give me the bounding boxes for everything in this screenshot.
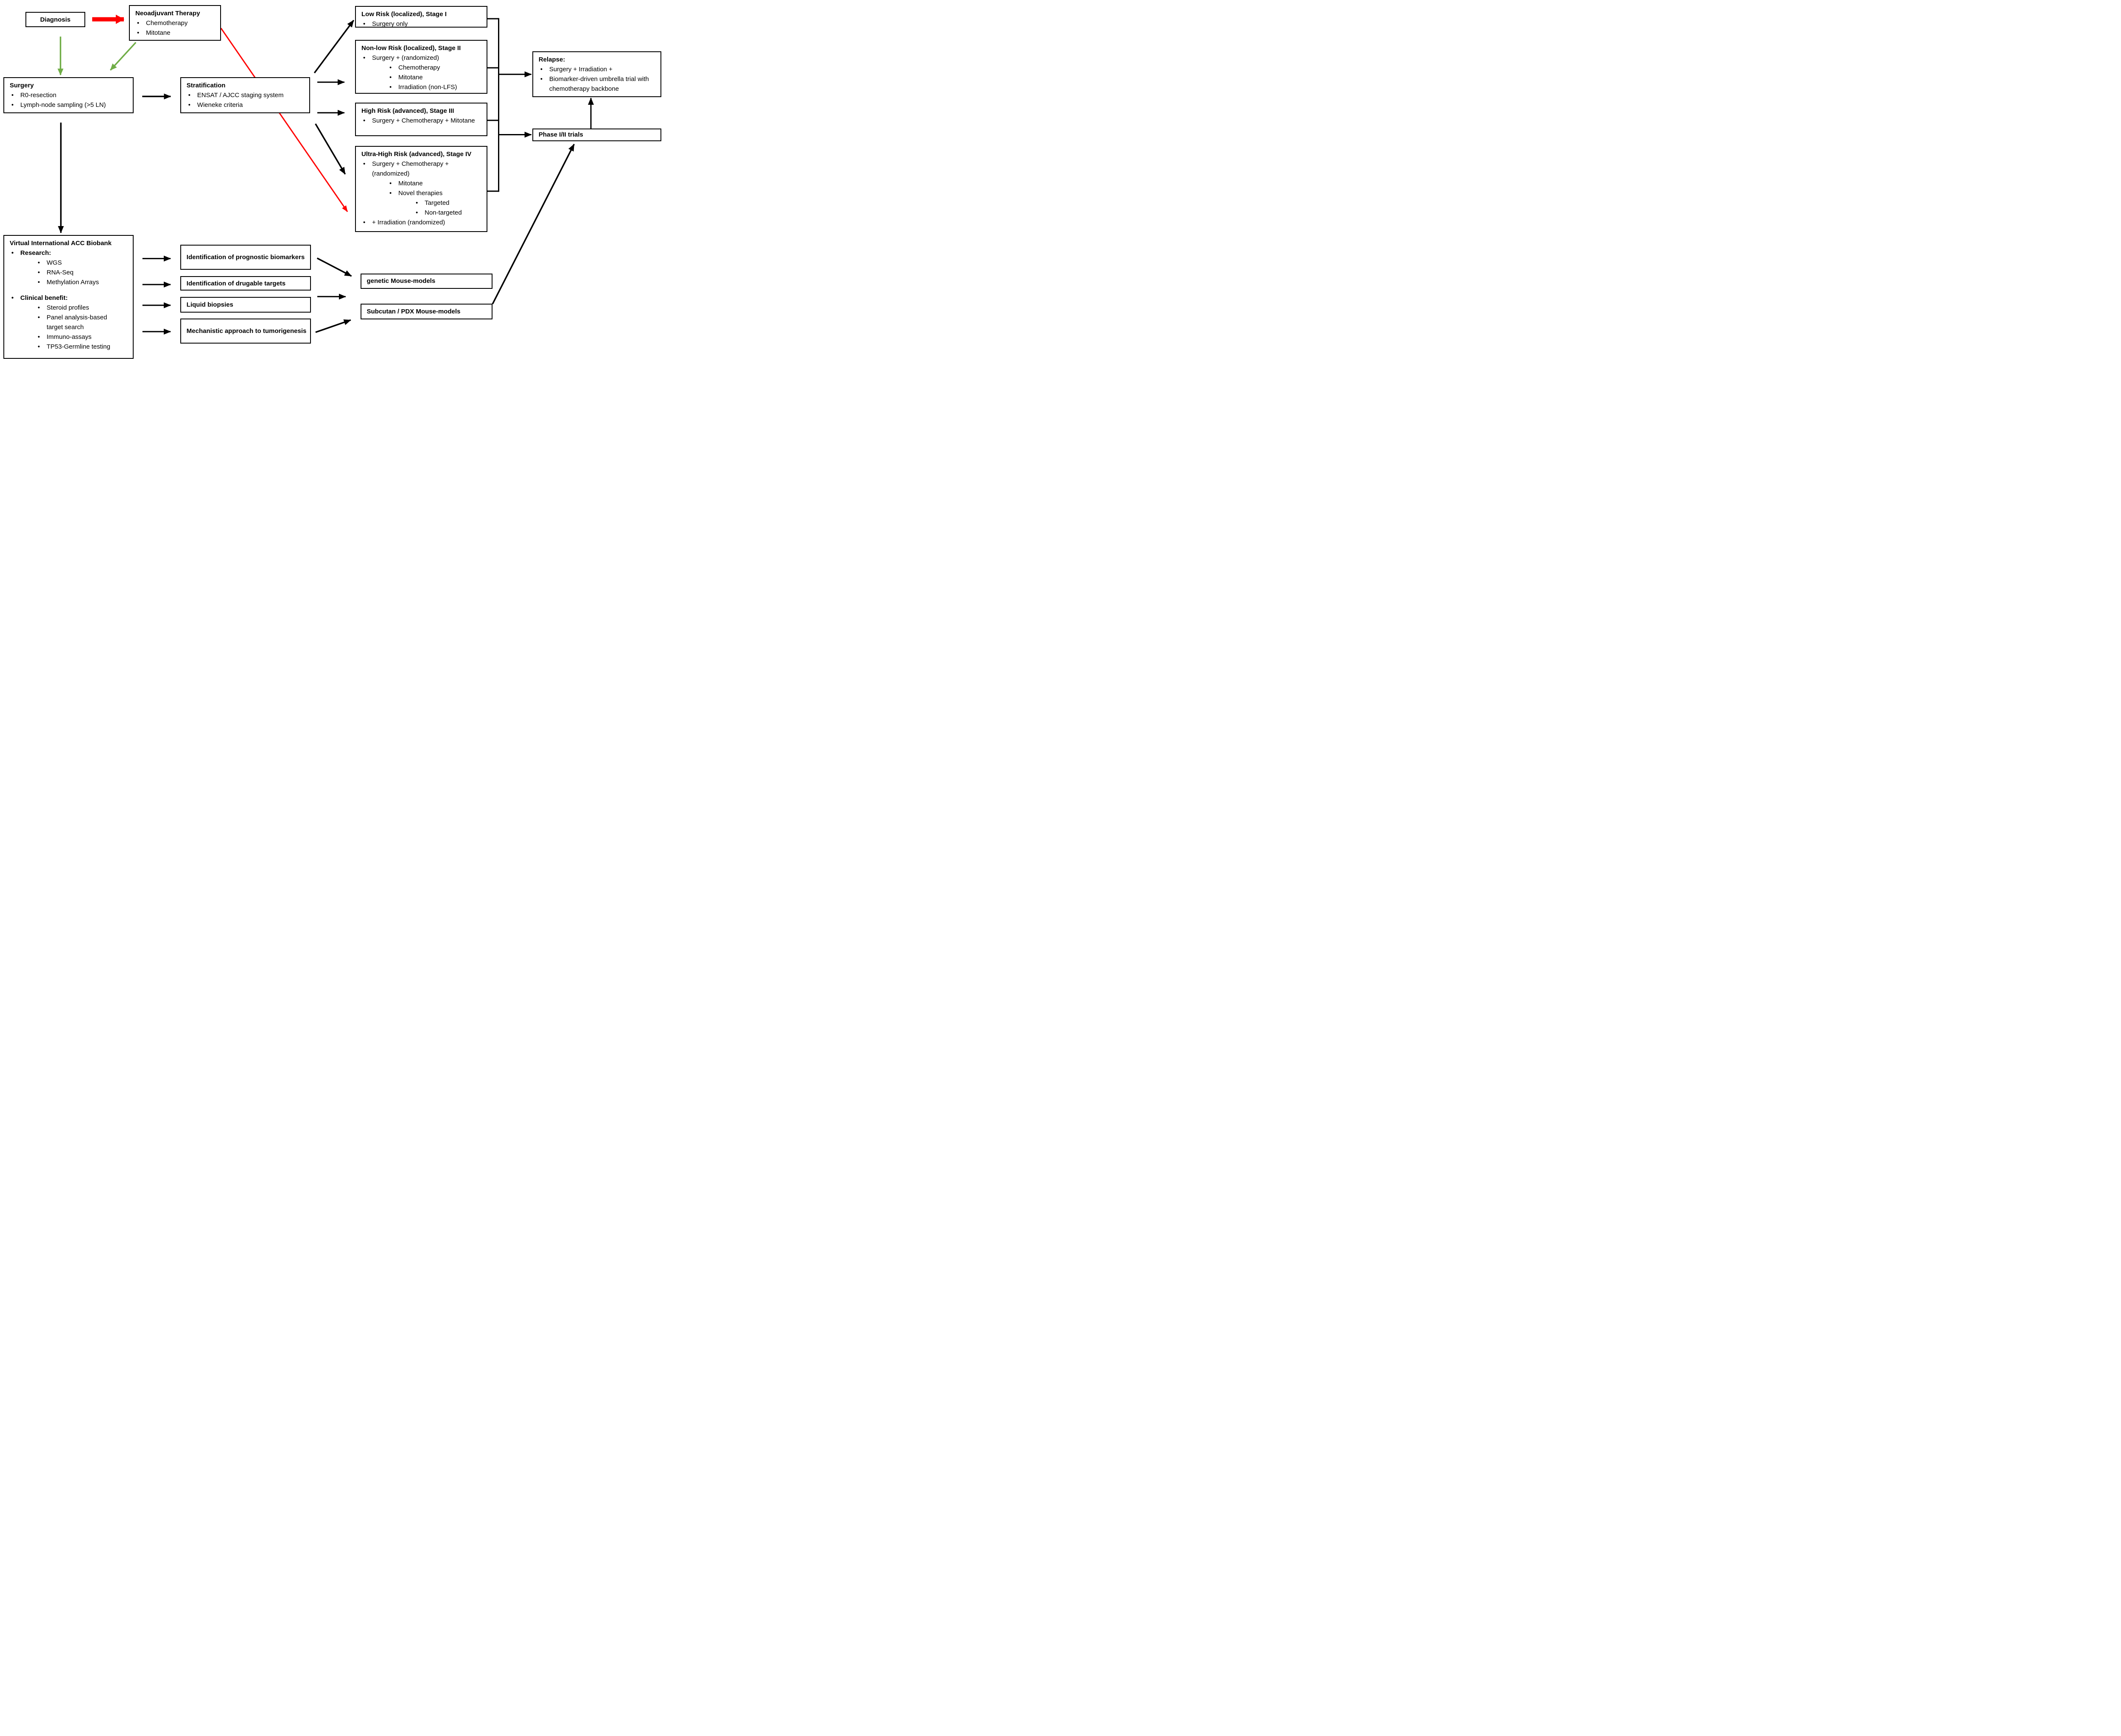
box-ultra-high-risk-title: Ultra-High Risk (advanced), Stage IV — [361, 151, 472, 158]
box-diagnosis: Diagnosis — [25, 12, 85, 28]
box-low-risk-title: Low Risk (localized), Stage I — [361, 10, 447, 18]
box-non-low-risk-title: Non-low Risk (localized), Stage II — [361, 45, 461, 52]
bullet-item: Research: — [4, 248, 120, 258]
box-low-risk-stage-1: Low Risk (localized), Stage I Surgery on… — [355, 6, 487, 29]
arrow-subcutan-mouse-models-to-phase-trials — [492, 144, 575, 305]
bullet-item: ENSAT / AJCC staging system — [181, 90, 306, 100]
box-high-risk-title: High Risk (advanced), Stage III — [361, 107, 454, 115]
bullet-item: Wieneke criteria — [181, 100, 306, 110]
bullet-item: Mitotane — [130, 28, 217, 38]
box-drugable-targets-title: Identification of drugable targets — [186, 280, 286, 287]
bullet-item: Panel analysis-based target search — [4, 313, 120, 332]
box-genetic-mouse-models: genetic Mouse-models — [360, 273, 492, 289]
arrow-stratification-to-ultra-high-risk — [315, 123, 346, 175]
box-stratification: Stratification ENSAT / AJCC staging syst… — [180, 77, 310, 114]
box-phase-1-2-trials: Phase I/II trials — [532, 129, 662, 141]
box-high-risk-items: Surgery + Chemotherapy + Mitotane — [356, 116, 487, 126]
box-phase-trials-title: Phase I/II trials — [538, 131, 583, 139]
box-relapse-items: Surgery + Irradiation + Biomarker-driven… — [533, 64, 661, 94]
box-relapse: Relapse: Surgery + Irradiation + Biomark… — [532, 51, 662, 97]
bullet-item: Chemotherapy — [356, 63, 483, 73]
box-ultra-high-risk-items: Surgery + Chemotherapy +(randomized) Mit… — [356, 159, 487, 227]
box-liquid-biopsies: Liquid biopsies — [180, 297, 311, 313]
arrow-stratification-to-low-risk — [313, 20, 355, 73]
bullet-item: + Irradiation (randomized) — [356, 218, 483, 227]
box-identification-of-prognostic-biomarkers: Identification of prognostic biomarkers — [180, 244, 311, 270]
bullet-item: TP53-Germline testing — [4, 342, 120, 352]
box-high-risk-stage-3: High Risk (advanced), Stage III Surgery … — [355, 103, 487, 136]
box-neoadjuvant-items: Chemotherapy Mitotane — [130, 18, 220, 38]
bullet-item: Clinical benefit: — [4, 293, 120, 303]
box-virtual-international-acc-biobank: Virtual International ACC Biobank Resear… — [3, 235, 134, 359]
bullet-item: Mitotane — [356, 179, 483, 188]
bullet-item: Mitotane — [356, 73, 483, 82]
bullet-item: Novel therapies — [356, 188, 483, 198]
box-genetic-mouse-models-title: genetic Mouse-models — [367, 277, 436, 285]
box-biobank-title: Virtual International ACC Biobank — [9, 240, 112, 247]
box-prognostic-biomarkers-title: Identification of prognostic biomarkers — [186, 253, 305, 261]
box-stratification-title: Stratification — [186, 81, 226, 89]
box-non-low-risk-stage-2: Non-low Risk (localized), Stage II Surge… — [355, 40, 487, 94]
bullet-item: R0-resection — [4, 90, 129, 100]
bullet-item: Biomarker-driven umbrella trial with che… — [533, 74, 658, 94]
box-subcutan-pdx-mouse-models: Subcutan / PDX Mouse-models — [360, 304, 492, 319]
bullet-item: Surgery only — [356, 19, 483, 29]
arrow-mechanistic-to-subcutan-mouse-models — [315, 319, 351, 333]
box-neoadjuvant-therapy: Neoadjuvant Therapy Chemotherapy Mitotan… — [129, 5, 221, 41]
box-stratification-items: ENSAT / AJCC staging system Wieneke crit… — [181, 90, 309, 110]
box-relapse-title: Relapse: — [538, 56, 565, 64]
box-diagnosis-title: Diagnosis — [40, 16, 71, 23]
arrow-neoadjuvant-to-surgery — [110, 42, 137, 71]
arrow-layer — [57, 14, 594, 335]
bullet-item: Methylation Arrays — [4, 277, 120, 287]
box-surgery: Surgery R0-resection Lymph-node sampling… — [3, 77, 134, 113]
box-surgery-items: R0-resection Lymph-node sampling (>5 LN) — [4, 90, 133, 110]
box-low-risk-items: Surgery only — [356, 19, 487, 29]
box-biobank-items: Research: WGS RNA-Seq Methylation Arrays… — [4, 248, 133, 352]
box-mechanistic-approach-to-tumorigenesis: Mechanistic approach to tumorigenesis — [180, 318, 311, 344]
box-identification-of-drugable-targets: Identification of drugable targets — [180, 276, 311, 291]
bullet-item: Lymph-node sampling (>5 LN) — [4, 100, 129, 110]
bullet-item: RNA-Seq — [4, 268, 120, 277]
bullet-item: Chemotherapy — [130, 18, 217, 28]
bullet-item: WGS — [4, 258, 120, 268]
box-neoadjuvant-title: Neoadjuvant Therapy — [135, 9, 200, 17]
bullet-item: Surgery + Irradiation + — [533, 64, 658, 74]
box-mechanistic-approach-title: Mechanistic approach to tumorigenesis — [186, 327, 307, 335]
bullet-item: Surgery + (randomized) — [356, 53, 483, 63]
bullet-item: Surgery + Chemotherapy +(randomized) — [356, 159, 483, 179]
bullet-item: Targeted — [356, 198, 483, 208]
box-surgery-title: Surgery — [9, 81, 34, 89]
bullet-item: Steroid profiles — [4, 303, 120, 313]
bullet-item: Surgery + Chemotherapy + Mitotane — [356, 116, 476, 126]
box-ultra-high-risk-stage-4: Ultra-High Risk (advanced), Stage IV Sur… — [355, 146, 487, 232]
bullet-item: Non-targeted — [356, 208, 483, 218]
bullet-item: Immuno-assays — [4, 332, 120, 342]
box-liquid-biopsies-title: Liquid biopsies — [186, 301, 233, 309]
risk-bracket — [487, 18, 499, 192]
bullet-item: Irradiation (non-LFS) — [356, 82, 483, 92]
box-non-low-risk-items: Surgery + (randomized) Chemotherapy Mito… — [356, 53, 487, 92]
arrow-prognostic-to-genetic-mouse-models — [316, 257, 352, 277]
arrow-neoadjuvant-to-ultra-high-risk — [220, 28, 348, 212]
flowchart-canvas: Diagnosis Neoadjuvant Therapy Chemothera… — [0, 0, 665, 361]
box-subcutan-pdx-mouse-models-title: Subcutan / PDX Mouse-models — [367, 308, 461, 316]
